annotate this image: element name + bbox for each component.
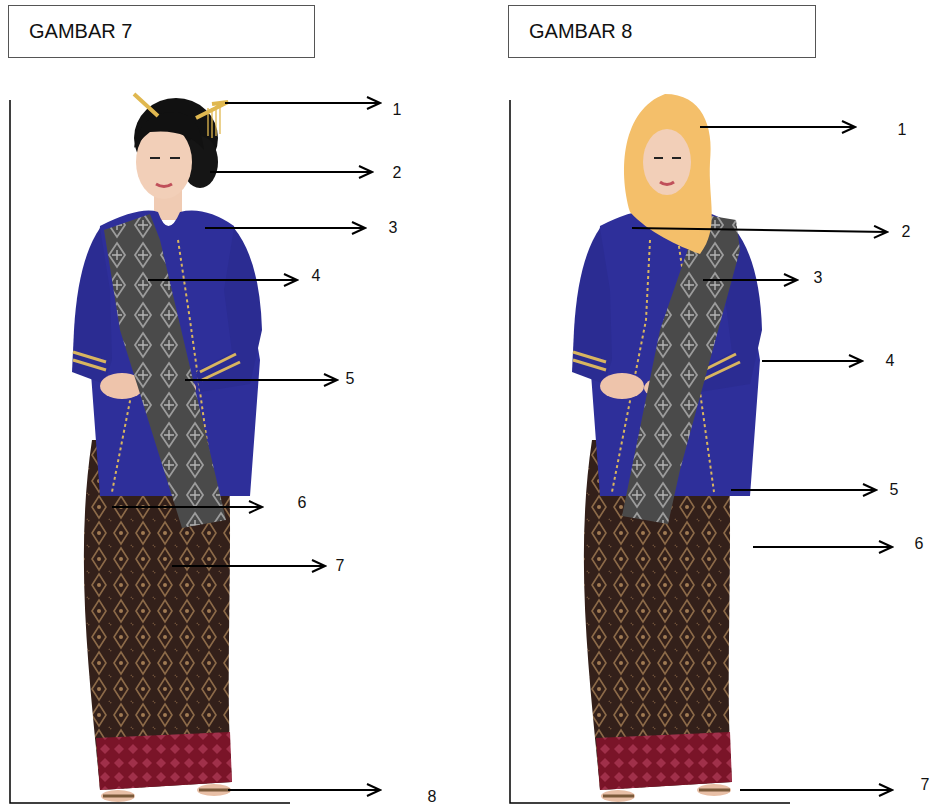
callout-number: 7 — [921, 776, 930, 794]
callout-number: 4 — [312, 267, 321, 285]
callout-number: 1 — [898, 121, 907, 139]
callout-number: 2 — [393, 164, 402, 182]
callout-number: 5 — [346, 370, 355, 388]
figure-title: GAMBAR 8 — [509, 20, 632, 43]
figure-kebaya-hijab — [572, 94, 762, 802]
figure-title-box: GAMBAR 7 — [8, 5, 315, 58]
figure-title: GAMBAR 7 — [9, 20, 132, 43]
figure-title-box: GAMBAR 8 — [508, 5, 816, 58]
callout-number: 4 — [886, 352, 895, 370]
callout-number: 1 — [393, 101, 402, 119]
callout-number: 5 — [890, 481, 899, 499]
callout-number: 3 — [389, 219, 398, 237]
callout-number: 6 — [298, 494, 307, 512]
leader-lines — [112, 103, 892, 790]
figure-kebaya-sanggul — [72, 94, 262, 802]
callout-number: 8 — [428, 788, 437, 806]
callout-number: 7 — [336, 557, 345, 575]
callout-number: 6 — [915, 535, 924, 553]
callout-number: 2 — [902, 223, 911, 241]
callout-number: 3 — [814, 269, 823, 287]
